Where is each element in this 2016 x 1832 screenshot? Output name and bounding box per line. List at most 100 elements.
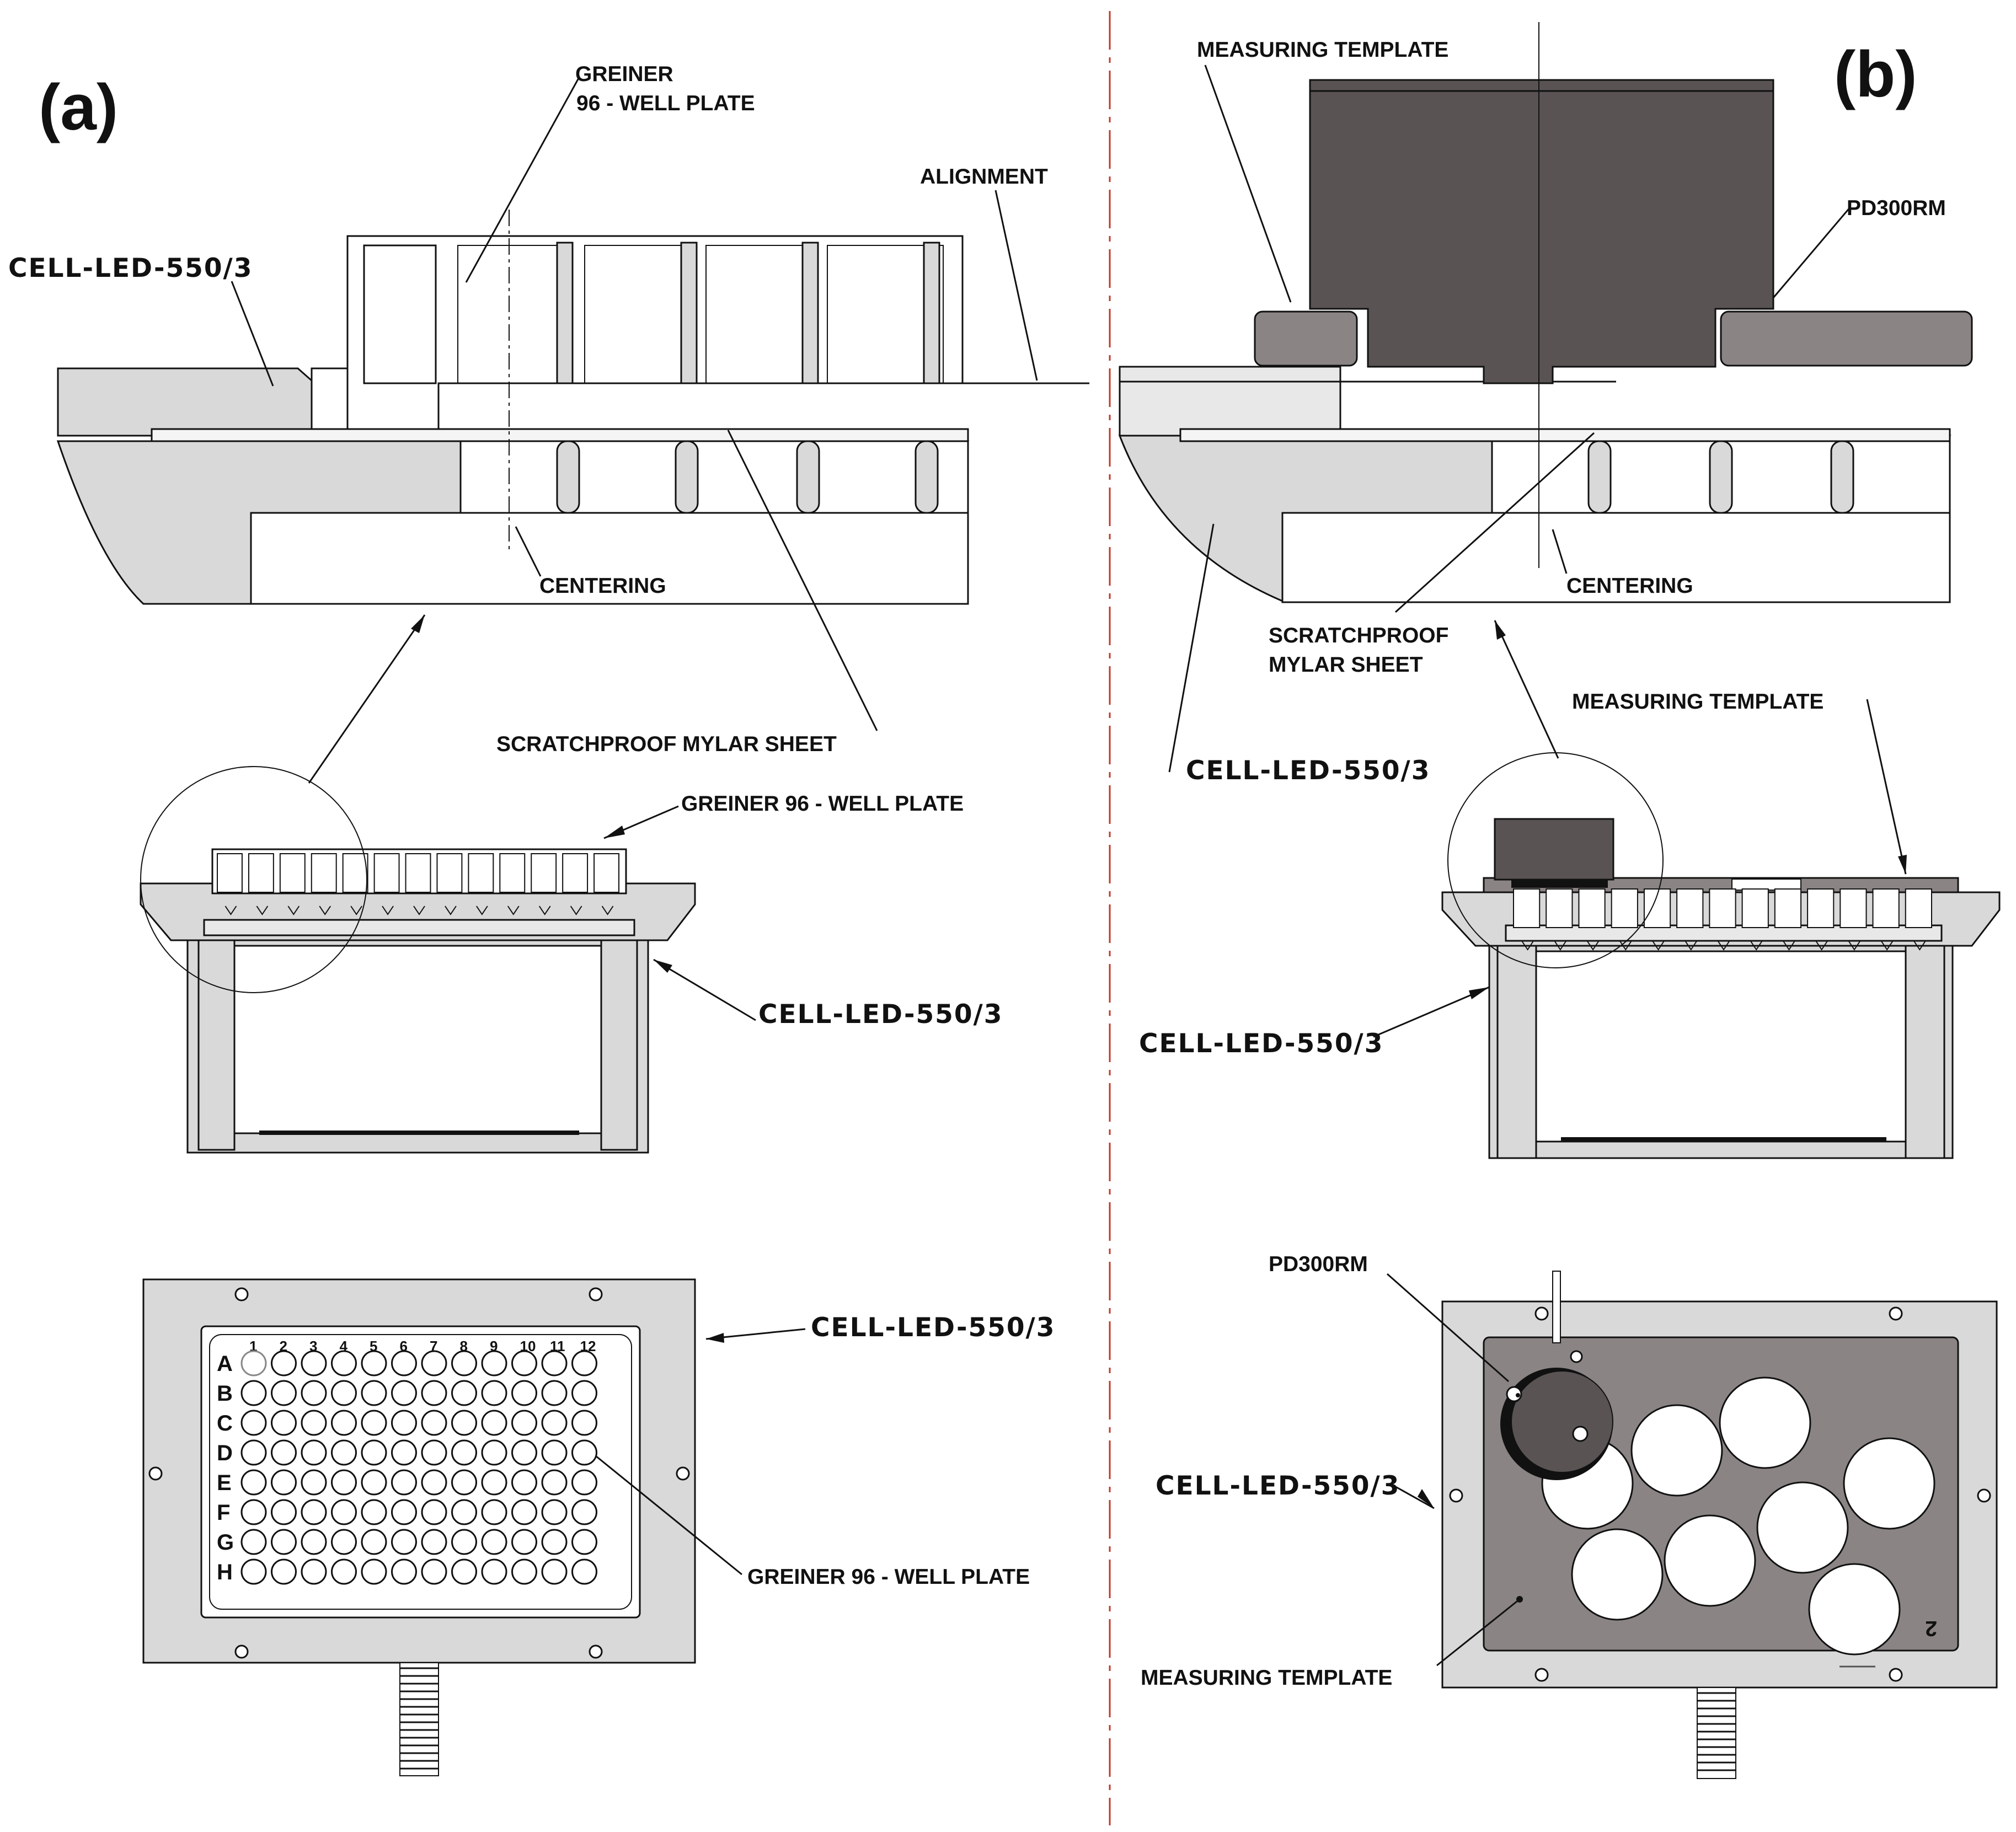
side-leg-right	[600, 917, 638, 1151]
screw-hole	[1889, 1668, 1903, 1682]
well	[541, 1558, 568, 1585]
side-frame-bottom-bar	[1561, 1137, 1886, 1142]
lower-divider	[675, 440, 699, 514]
well	[240, 1410, 267, 1436]
template-hole	[1571, 1528, 1664, 1621]
well	[240, 1529, 267, 1555]
leader-cell-led	[231, 281, 274, 387]
side-well	[1546, 888, 1573, 928]
side-mylar	[203, 919, 635, 936]
side-well	[1513, 888, 1541, 928]
well	[331, 1410, 357, 1436]
lower-well-row	[459, 440, 969, 514]
well	[301, 1558, 327, 1585]
template-hole	[1808, 1563, 1901, 1656]
screw-hole	[676, 1466, 690, 1481]
label-centering: CENTERING	[539, 574, 666, 598]
side-well	[373, 853, 400, 893]
well	[361, 1529, 387, 1555]
well	[571, 1469, 597, 1496]
zoom-circle	[140, 766, 367, 993]
side-well	[531, 853, 557, 893]
well	[511, 1350, 537, 1376]
well	[331, 1469, 357, 1496]
well	[571, 1410, 597, 1436]
leader-cell-led-side	[653, 958, 756, 1021]
well	[481, 1469, 507, 1496]
well	[391, 1350, 417, 1376]
screw-hole	[234, 1287, 249, 1301]
side-well-tip	[476, 906, 488, 915]
leader-measuring-template-top	[1436, 1598, 1520, 1667]
panel-a-side-view	[140, 766, 756, 1154]
side-well-tip	[1554, 941, 1566, 951]
well	[541, 1499, 568, 1525]
leader-measuring-template	[1204, 65, 1292, 303]
well	[481, 1529, 507, 1555]
side-well	[248, 853, 274, 893]
pd300rm-head-top	[1309, 79, 1774, 92]
well	[271, 1469, 297, 1496]
sensor-screw	[1570, 1350, 1583, 1363]
well	[421, 1558, 447, 1585]
well	[301, 1380, 327, 1406]
screw-hole	[1449, 1488, 1463, 1503]
side-well-tip	[601, 906, 614, 915]
column-label: 3	[309, 1338, 317, 1354]
label-measuring-template-side: MEASURING TEMPLATE	[1572, 690, 1824, 714]
well	[451, 1499, 477, 1525]
leader-pd300rm-top	[1387, 1273, 1509, 1383]
side-well	[1709, 888, 1736, 928]
well	[511, 1558, 537, 1585]
well	[451, 1558, 477, 1585]
well	[240, 1380, 267, 1406]
label-alignment: ALIGNMENT	[920, 165, 1048, 189]
well	[421, 1380, 447, 1406]
well	[421, 1350, 447, 1376]
leader-scratchproof	[727, 430, 878, 731]
plate-corner-well	[363, 244, 437, 384]
well	[271, 1439, 297, 1466]
well	[571, 1499, 597, 1525]
well	[301, 1529, 327, 1555]
well	[481, 1439, 507, 1466]
well	[391, 1469, 417, 1496]
well	[271, 1499, 297, 1525]
screw-hole	[589, 1287, 603, 1301]
side-well	[593, 853, 619, 893]
cable	[1697, 1687, 1736, 1779]
side-well-tip	[287, 906, 300, 915]
side-pd300rm-base	[1511, 880, 1608, 888]
template-pad-left	[1254, 310, 1358, 367]
label-greiner-2: 96 - WELL PLATE	[576, 92, 755, 115]
well	[301, 1469, 327, 1496]
side-well	[1807, 888, 1835, 928]
column-label: 5	[370, 1338, 377, 1354]
side-wells	[1513, 888, 1933, 951]
sensor-screw-center	[1516, 1393, 1520, 1397]
label-centering-b: CENTERING	[1566, 574, 1693, 598]
row-label: H	[217, 1560, 233, 1584]
plate-outline-inner	[209, 1334, 632, 1610]
side-well	[499, 853, 526, 893]
leader-zoom	[308, 614, 426, 784]
side-well-tip	[1750, 941, 1763, 951]
leader-zoom	[1494, 620, 1559, 759]
side-well-tip	[413, 906, 425, 915]
well	[331, 1439, 357, 1466]
side-well-tip	[319, 906, 331, 915]
side-well	[1839, 888, 1867, 928]
side-well	[342, 853, 368, 893]
well	[271, 1350, 297, 1376]
side-leg-left	[1496, 923, 1537, 1159]
side-well	[311, 853, 337, 893]
template-hole	[1756, 1481, 1849, 1574]
label-pd300rm-top: PD300RM	[1269, 1252, 1368, 1276]
well	[511, 1529, 537, 1555]
well	[511, 1380, 537, 1406]
well	[541, 1410, 568, 1436]
well	[391, 1558, 417, 1585]
leader-dot	[1516, 1596, 1523, 1603]
side-well-tip	[445, 906, 457, 915]
